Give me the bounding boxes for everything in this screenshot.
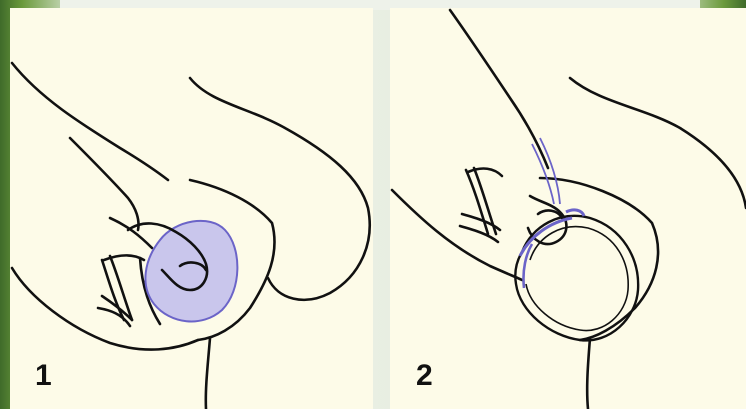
breast-shield-icon bbox=[390, 8, 746, 409]
thumb-icon bbox=[10, 8, 373, 409]
step-panel-2: 2 bbox=[390, 8, 746, 409]
step-number-2: 2 bbox=[416, 359, 433, 393]
step-number-1: 1 bbox=[35, 359, 52, 393]
step-panel-1: 1 bbox=[10, 8, 373, 409]
